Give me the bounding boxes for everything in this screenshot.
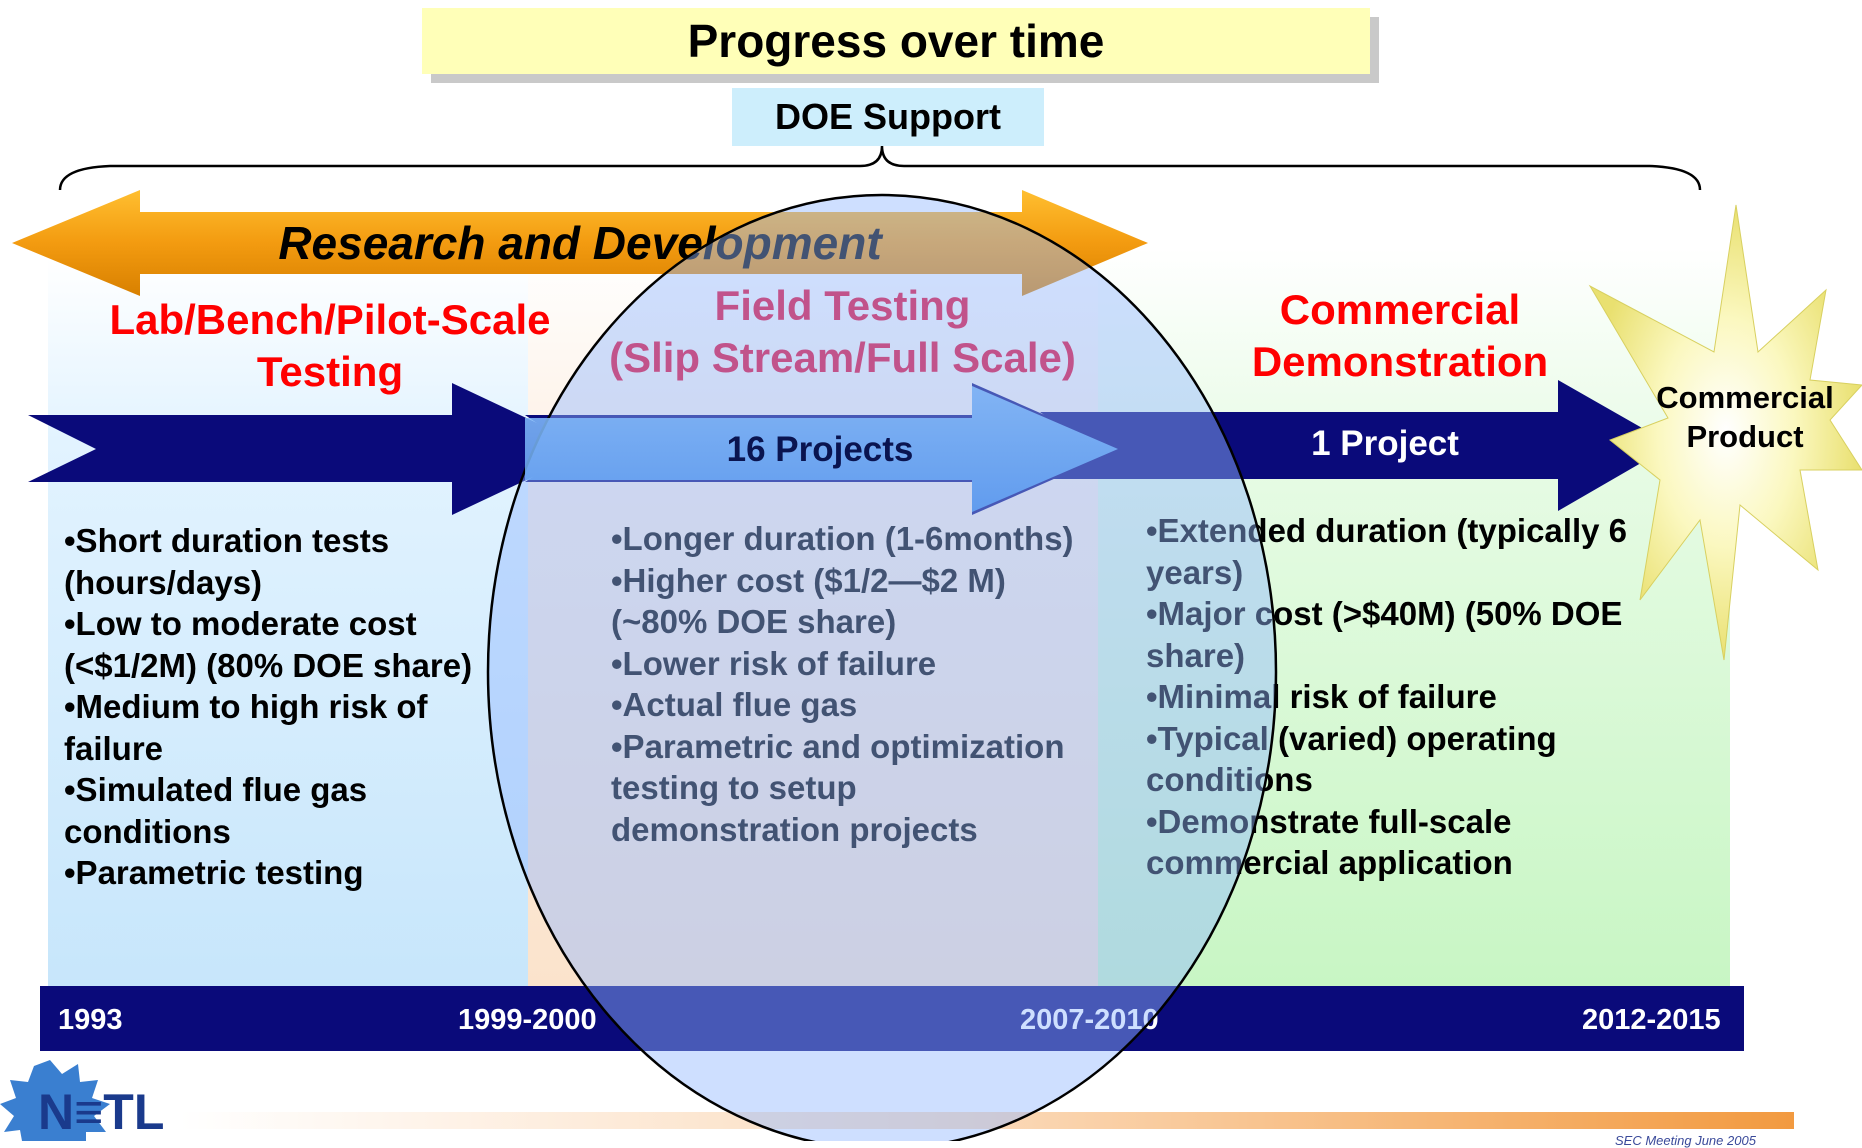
list-item: •Low to moderate cost: [64, 605, 417, 642]
commercial-phase-title-line1: Commercial: [1279, 286, 1521, 333]
timeline-year-1993: 1993: [58, 1004, 123, 1036]
list-item: •Short duration tests: [64, 522, 390, 559]
list-item: •Simulated flue gas: [64, 771, 368, 808]
list-item: (~80% DOE share): [611, 603, 897, 640]
list-item: testing to setup: [611, 769, 857, 806]
list-item: •Lower risk of failure: [611, 644, 937, 682]
field-bullet-list: •Longer duration (1-6months) •Higher cos…: [611, 518, 1111, 850]
list-item: •Actual flue gas: [611, 686, 858, 723]
commercial-product-star: [1588, 204, 1862, 661]
field-phase-title: Field Testing (Slip Stream/Full Scale): [590, 280, 1095, 384]
page-title: Progress over time: [422, 8, 1370, 74]
timeline-bar: [40, 986, 1744, 1051]
field-phase-title-line1: Field Testing: [714, 282, 971, 329]
doe-support-brace: [58, 145, 1702, 191]
list-item: •Parametric and optimization: [611, 727, 1065, 765]
timeline-year-2007-2010: 2007-2010: [1020, 1004, 1159, 1036]
list-item: (<$1/2M) (80% DOE share): [64, 646, 473, 684]
commercial-projects-count: 1 Project: [1311, 424, 1459, 463]
list-item: conditions: [64, 812, 231, 850]
lab-phase-panel: [48, 258, 528, 988]
commercial-product-label: Commercial Product: [1630, 378, 1860, 456]
lab-progress-arrow: [28, 383, 592, 515]
lab-phase-title: Lab/Bench/Pilot-Scale Testing: [80, 294, 580, 398]
footer-stripe: [180, 1112, 1794, 1129]
lab-phase-title-line2: Testing: [256, 348, 404, 395]
list-item: •Demonstrate full-scale: [1146, 802, 1512, 840]
list-item: •Parametric testing: [64, 854, 364, 891]
research-development-label: Research and Development: [278, 217, 882, 269]
field-projects-count: 16 Projects: [726, 430, 914, 469]
list-item: •Major cost (>$40M) (50% DOE: [1146, 595, 1623, 632]
netl-logo: N≡TL: [38, 1084, 165, 1140]
list-item: •Extended duration (typically 6: [1146, 512, 1627, 549]
timeline-year-2012-2015: 2012-2015: [1582, 1004, 1721, 1036]
list-item: •Higher cost ($1/2—$2 M): [611, 561, 1006, 599]
field-phase-title-line2: (Slip Stream/Full Scale): [609, 334, 1076, 381]
list-item: conditions: [1146, 761, 1313, 798]
commercial-phase-title: Commercial Demonstration: [1190, 284, 1610, 388]
commercial-bullet-list: •Extended duration (typically 6 years) •…: [1146, 510, 1666, 884]
lab-bullet-list: •Short duration tests (hours/days) •Low …: [64, 520, 504, 894]
doe-support-label: DOE Support: [732, 88, 1044, 146]
commercial-product-line1: Commercial: [1656, 380, 1834, 415]
list-item: •Minimal risk of failure: [1146, 678, 1497, 715]
netl-logo-burst: [0, 1060, 110, 1141]
list-item: share): [1146, 636, 1246, 674]
commercial-phase-title-line2: Demonstration: [1251, 338, 1549, 385]
list-item: (hours/days): [64, 563, 263, 601]
timeline-year-1999-2000: 1999-2000: [458, 1004, 597, 1036]
list-item: •Typical (varied) operating: [1146, 719, 1557, 757]
list-item: commercial application: [1146, 844, 1513, 881]
list-item: •Longer duration (1-6months): [611, 520, 1074, 557]
list-item: •Medium to high risk of: [64, 688, 428, 725]
list-item: failure: [64, 729, 164, 767]
list-item: demonstration projects: [611, 810, 978, 848]
lab-phase-title-line1: Lab/Bench/Pilot-Scale: [109, 296, 551, 343]
list-item: years): [1146, 553, 1244, 591]
commercial-product-line2: Product: [1686, 419, 1804, 454]
